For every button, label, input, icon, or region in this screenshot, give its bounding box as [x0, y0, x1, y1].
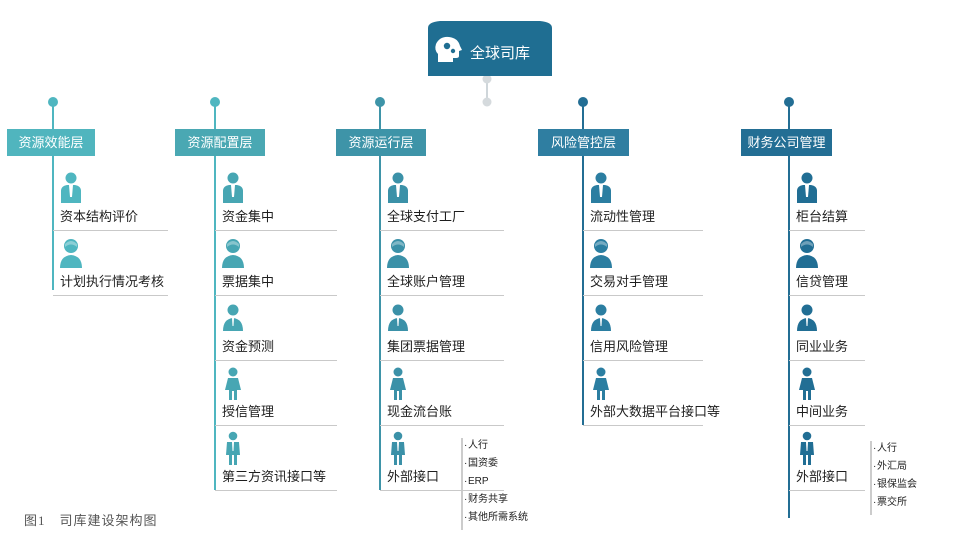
sub-list-item: 其他所需系统 — [468, 512, 528, 523]
sub-list-item: 财务共享 — [468, 494, 508, 505]
person-icons — [60, 172, 818, 465]
item-divider — [215, 360, 337, 361]
column-header-4[interactable]: 财务公司管理 — [741, 129, 832, 156]
manager-icon — [591, 172, 611, 203]
person-icon — [796, 239, 818, 268]
item-divider — [380, 490, 504, 491]
woman-icon — [593, 367, 609, 400]
woman-icon — [390, 367, 406, 400]
root-connector-dot — [482, 74, 492, 84]
root-node — [428, 21, 552, 76]
woman-icon — [225, 367, 241, 400]
column-3-item-2[interactable]: 信用风险管理 — [590, 339, 669, 354]
sub-list-item: 人行 — [877, 443, 897, 454]
item-divider — [789, 360, 865, 361]
bullet-dot: · — [873, 461, 877, 472]
sub-list-item: 票交所 — [877, 497, 907, 508]
item-divider — [215, 230, 337, 231]
bullet-dot: · — [873, 497, 877, 508]
bullet-dot: · — [873, 479, 877, 490]
manager-icon — [388, 172, 408, 203]
column-header-0[interactable]: 资源效能层 — [7, 129, 95, 156]
sub-list-item: 外汇局 — [877, 461, 907, 472]
manager-icon — [61, 172, 81, 203]
item-divider — [789, 230, 865, 231]
column-3-item-1[interactable]: 交易对手管理 — [590, 274, 669, 289]
figure-caption: 图1 司库建设架构图 — [24, 513, 158, 528]
item-divider — [789, 425, 865, 426]
column-header-2[interactable]: 资源运行层 — [336, 129, 426, 156]
column-2-item-4[interactable]: 外部接口 — [387, 469, 440, 484]
column-4-item-4[interactable]: 外部接口 — [796, 469, 849, 484]
item-divider — [380, 295, 504, 296]
man-icon — [800, 431, 814, 465]
column-header-1[interactable]: 资源配置层 — [175, 129, 265, 156]
bullet-dot: · — [464, 494, 468, 505]
bullet-dot: · — [464, 440, 468, 451]
item-divider — [380, 360, 504, 361]
bust-icon — [591, 304, 611, 331]
bust-icon — [223, 304, 243, 331]
item-divider — [583, 360, 703, 361]
item-divider — [215, 425, 337, 426]
sub-list-item: 银保监会 — [877, 479, 917, 490]
column-4-item-0[interactable]: 柜台结算 — [796, 209, 849, 224]
column-1-item-4[interactable]: 第三方资讯接口等 — [222, 469, 327, 484]
woman-icon — [799, 367, 815, 400]
column-2-item-0[interactable]: 全球支付工厂 — [387, 209, 466, 224]
column-4-item-2[interactable]: 同业业务 — [796, 339, 849, 354]
person-icon — [222, 239, 244, 268]
manager-icon — [797, 172, 817, 203]
person-icon — [60, 239, 82, 268]
column-0-item-0[interactable]: 资本结构评价 — [60, 209, 139, 224]
connector-lines — [48, 74, 872, 530]
column-header-3[interactable]: 风险管控层 — [538, 129, 629, 156]
column-1-item-3[interactable]: 授信管理 — [222, 404, 275, 419]
bullet-dot: · — [873, 443, 877, 454]
root-label: 全球司库 — [470, 45, 531, 62]
bullet-dot: · — [464, 458, 468, 469]
bullet-dot: · — [464, 512, 468, 523]
gears-head-icon — [435, 36, 462, 62]
item-divider — [53, 295, 168, 296]
item-divider — [53, 230, 168, 231]
column-4-item-1[interactable]: 信贷管理 — [796, 274, 849, 289]
manager-icon — [223, 172, 243, 203]
column-3-item-3[interactable]: 外部大数据平台接口等 — [590, 404, 721, 419]
item-divider — [583, 425, 703, 426]
column-0-item-1[interactable]: 计划执行情况考核 — [60, 274, 165, 289]
sub-list-item: ERP — [468, 476, 489, 487]
person-icon — [590, 239, 612, 268]
man-icon — [226, 431, 240, 465]
bust-icon — [388, 304, 408, 331]
column-2-item-2[interactable]: 集团票据管理 — [387, 339, 466, 354]
item-divider — [583, 230, 703, 231]
item-divider — [380, 230, 504, 231]
column-2-item-1[interactable]: 全球账户管理 — [387, 274, 466, 289]
man-icon — [391, 431, 405, 465]
item-divider — [583, 295, 703, 296]
item-divider — [789, 295, 865, 296]
root-node-box[interactable] — [428, 21, 552, 76]
item-divider — [215, 295, 337, 296]
sub-list-item: 国资委 — [468, 458, 498, 469]
column-1-item-1[interactable]: 票据集中 — [222, 274, 275, 289]
bullet-dot: · — [464, 476, 468, 487]
person-icon — [387, 239, 409, 268]
item-divider — [380, 425, 504, 426]
sub-list-item: 人行 — [468, 440, 488, 451]
item-divider — [215, 490, 337, 491]
column-1-item-2[interactable]: 资金预测 — [222, 339, 275, 354]
column-3-item-0[interactable]: 流动性管理 — [590, 209, 656, 224]
column-2-item-3[interactable]: 现金流台账 — [387, 404, 453, 419]
column-4-item-3[interactable]: 中间业务 — [796, 404, 849, 419]
column-1-item-0[interactable]: 资金集中 — [222, 209, 275, 224]
item-divider — [789, 490, 865, 491]
bust-icon — [797, 304, 817, 331]
